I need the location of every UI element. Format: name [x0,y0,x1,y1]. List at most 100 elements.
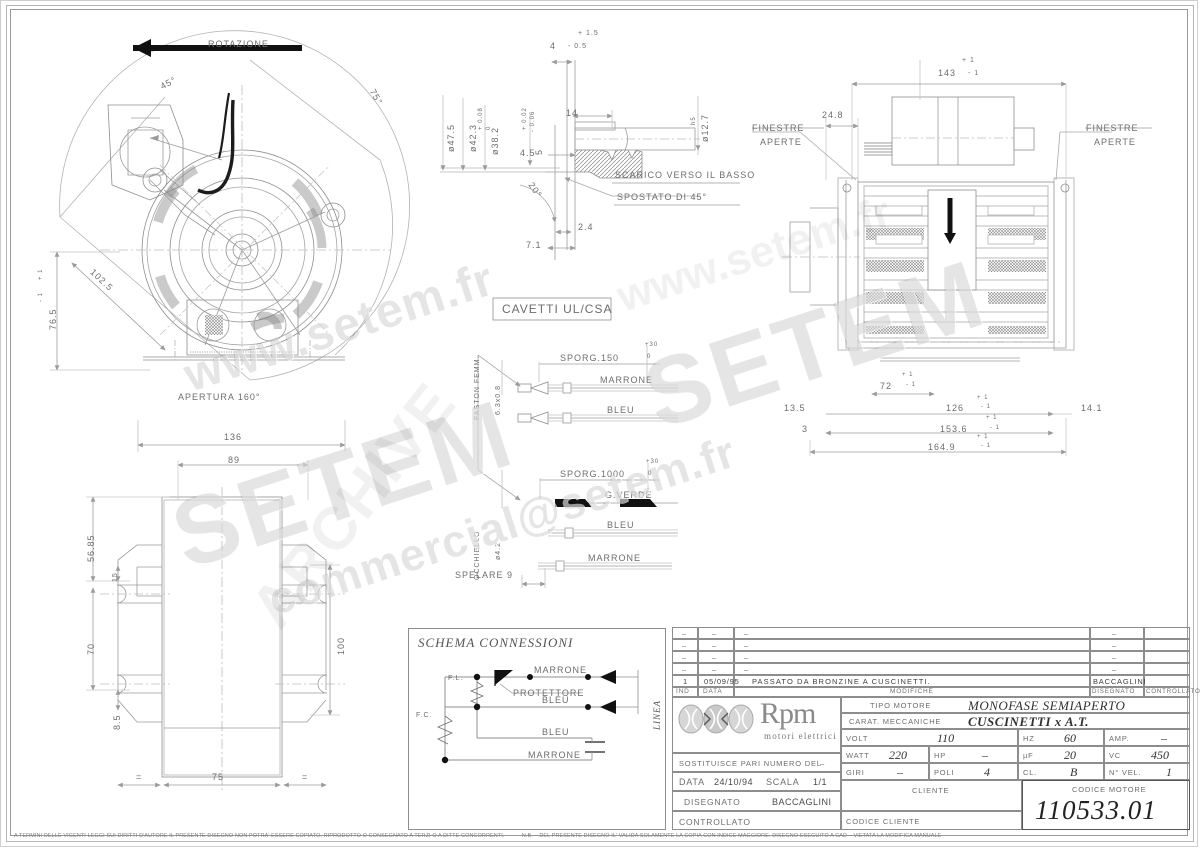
uf-label: µF [1023,751,1034,760]
tol-76-5-minus: - 1 [38,291,44,302]
revision-header-data: DATA [703,688,723,695]
label-faston: FASTON FEMM. [474,355,481,420]
rev-data-3: – [712,665,717,674]
label-finestre-left: FINESTRE [752,123,805,133]
rev-ind-2: – [682,653,687,662]
dim-100: 100 [336,636,346,655]
wire-label-0: MARRONE [600,375,654,385]
codice-motore-value: 110533.01 [1035,795,1157,825]
controllato-label: CONTROLLATO [679,817,751,827]
revision-header-controllato: CONTROLLATO [1146,688,1200,695]
label-aperte-right: APERTE [1094,137,1136,147]
label-sporg-150: SPORG.150 [560,353,620,363]
rev-data-0: – [712,629,717,638]
cl-cell [1018,763,1104,780]
footer-right-text: N.B. – DEL PRESENTE DISEGNO IL' VALIDA S… [521,833,942,839]
nvel-label: N° VEL. [1109,768,1142,777]
disegnato-label: DISEGNATO [684,797,741,807]
watt-cell [841,746,929,763]
dim-89: 89 [228,455,241,465]
dim-72: 72 [880,381,893,391]
amp-value: – [1161,731,1167,745]
note-spostato: SPOSTATO DI 45° [617,192,708,202]
footer-left-text: A TERMINI DELLE VIGENTI LEGGI SUI DIRITT… [14,833,505,839]
hp-value: – [982,748,988,762]
carat-label: CARAT. MECCANICHE [849,717,942,726]
giri-value: – [897,765,903,779]
poli-value: 4 [984,765,990,779]
dim-136: 136 [224,432,243,442]
dim-143: 143 [938,68,957,78]
volt-value: 110 [937,731,955,745]
schema-label-bleu-top: BLEU [542,695,570,705]
controllato-cell [672,811,841,830]
tol-153-6-minus: - 1 [990,425,1001,431]
tol-164-9-plus: + 1 [977,434,989,440]
rev-dis-0: – [1112,629,1117,638]
tol-38-2-plus: + 0.08 [478,107,484,130]
hz-value: 60 [1064,731,1076,745]
hz-cell [1018,729,1104,746]
table-row [672,663,1190,675]
dim-164-9: 164.9 [928,442,956,452]
disegnato-cell [672,791,841,811]
tol-sporg150-minus: 0 [647,354,652,360]
disegnato-value: BACCAGLINI [772,797,832,807]
tol-153-6-plus: + 1 [986,415,998,421]
sheet-border-outer [6,5,1194,842]
schema-label-fl: F.L. [448,675,464,682]
dim-70: 70 [86,642,96,655]
scala-label: SCALA [766,777,800,787]
vc-cell [1104,746,1190,763]
dim-8-5: 8.5 [112,714,122,730]
tol-143-minus: - 1 [968,70,980,77]
rev-mod-2: – [744,653,749,662]
dim-56-85: 56.85 [86,534,96,562]
rev-data-2: – [712,653,717,662]
label-spelare: SPELARE 9 [455,570,514,580]
cliente-cell [841,780,1022,811]
tol-72-plus: + 1 [902,372,914,378]
rev-ind-3: – [682,665,687,674]
revision-header-disegnato: DISEGNATO [1092,688,1136,695]
tol-126-plus: + 1 [977,395,989,401]
schema-label-marrone-top: MARRONE [534,665,588,675]
tol-38-2-minus: 0 [486,125,492,130]
tol-72-minus: - 1 [906,382,917,388]
uf-value: 20 [1064,748,1076,762]
table-row [672,675,1190,687]
dim-13-5: 13.5 [784,403,806,413]
codice-cliente-label: CODICE CLIENTE [846,817,921,826]
table-row [672,627,1190,639]
poli-cell [929,763,1018,780]
tol-5-plus: + 0.02 [522,107,528,130]
dim-38-2: ø38.2 [490,126,500,155]
rev-mod-0: – [744,629,749,638]
rev-ind-0: – [682,629,687,638]
schema-label-bleu-bottom: BLEU [542,727,570,737]
rev-dis-1: – [1112,641,1117,650]
schema-title: SCHEMA CONNESSIONI [418,635,574,650]
note-scarico: SCARICO VERSO IL BASSO [615,170,756,180]
dim-75: 75 [212,772,225,782]
tol-sporg1000-plus: +30 [646,459,660,465]
amp-label: AMP. [1109,734,1130,743]
scala-value: 1/1 [813,777,828,787]
table-row [672,651,1190,663]
cl-label: CL. [1023,768,1038,777]
label-cavetti-title: CAVETTI UL/CSA [502,302,613,316]
label-faston-size: 6.3x0.8 [495,385,502,415]
amp-cell [1104,729,1190,746]
hz-label: HZ [1023,734,1035,743]
sostituisce-value: – [820,759,825,768]
tipo-motore-value: MONOFASE SEMIAPERTO [968,698,1126,713]
tol-12-7: h5 [691,116,697,125]
carat-row [841,713,1190,729]
dim-4: 4 [550,41,557,51]
watt-label: WATT [846,751,870,760]
data-scala-cell [672,772,841,791]
label-occhiello-size: ø4.2 [495,541,502,560]
giri-cell [841,763,929,780]
tipo-motore-row [841,697,1190,713]
data-label: DATA [679,777,705,787]
